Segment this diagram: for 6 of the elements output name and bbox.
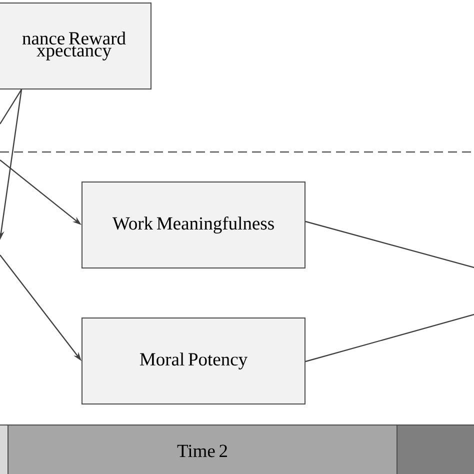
process-box: Moral Potency — [82, 318, 306, 404]
process-box: Work Meaningfulness — [82, 182, 306, 268]
process-box: nance Reward xpectancy — [0, 2, 152, 90]
timeline-band — [0, 424, 8, 474]
timeline-band: Time 2 — [8, 424, 398, 474]
timeline-band — [396, 424, 474, 474]
